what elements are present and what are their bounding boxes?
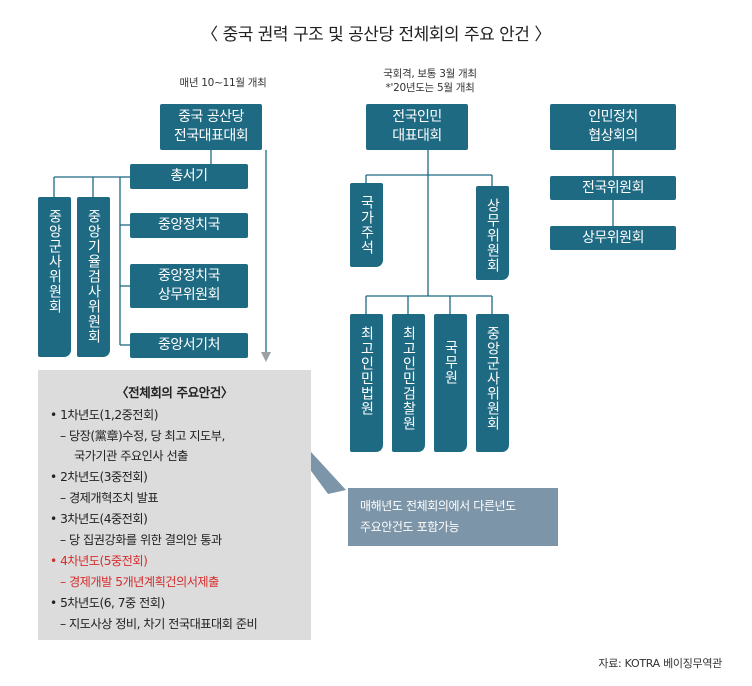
congress-schedule-note: 매년 10~11월 개최 [179,77,267,89]
state-council-label: 국무원 [442,340,459,385]
agenda-year2-detail: – 경제개혁조치 발표 [60,491,159,505]
arrowhead-down-icon [261,352,271,362]
agenda-year3-detail: – 당 집권강화를 위한 결의안 통과 [60,533,222,547]
general-secretary-box: 총서기 [130,164,248,189]
supreme-court-box: 최고인민법원 [350,314,383,452]
cppcc-standing-committee-box: 상무위원회 [550,226,676,250]
party-congress-line2: 전국대표대회 [173,128,249,144]
npc-standing-box: 상무위원회 [476,186,509,280]
procuratorate-box: 최고인민검찰원 [392,314,425,452]
npc-schedule-note-1: 국회격, 보통 3월 개최 [383,68,477,80]
state-council-box: 국무원 [434,314,467,452]
npc-military-commission-label: 중앙군사위원회 [484,326,501,431]
cppcc-box: 인민정치 협상회의 [550,104,676,150]
party-congress-line1: 중국 공산당 [178,109,244,125]
callout-box: 매해년도 전체회의에서 다른년도 주요안건도 포함가능 [348,488,558,546]
npc-line1: 전국인민 [392,109,442,125]
npc-box: 전국인민 대표대회 [366,104,468,150]
agenda-year1: • 1차년도(1,2중전회) [50,408,158,422]
party-congress-box: 중국 공산당 전국대표대회 [160,104,262,150]
party-military-commission-box: 중앙군사위원회 [38,197,71,357]
president-label: 국가주석 [358,195,375,255]
callout-line2: 주요안건도 포함가능 [360,520,460,534]
source-credit: 자료: KOTRA 베이징무역관 [598,657,722,670]
npc-standing-label: 상무위원회 [484,198,501,273]
party-military-commission-label: 중앙군사위원회 [46,209,63,314]
agenda-year2: • 2차년도(3중전회) [50,470,148,484]
agenda-year5-detail: – 지도사상 정비, 차기 전국대표대회 준비 [60,617,258,631]
npc-schedule-note-2: *'20년도는 5월 개최 [385,82,475,94]
agenda-year4-detail: – 경제개발 5개년계획건의서제출 [60,575,219,589]
agenda-year4: • 4차년도(5중전회) [50,554,148,568]
supreme-court-label: 최고인민법원 [358,326,375,416]
cppcc-line2: 협상회의 [588,128,638,144]
callout-line1: 매해년도 전체회의에서 다른년도 [360,499,516,513]
president-box: 국가주석 [350,183,383,267]
npc-line2: 대표대회 [392,128,442,144]
politburo-standing-line2: 상무위원회 [158,287,220,303]
agenda-year5: • 5차년도(6, 7중 전회) [50,596,165,610]
politburo-box: 중앙정치국 [130,213,248,238]
agenda-panel: 〈전체회의 주요안건〉 • 1차년도(1,2중전회) – 당장(黨章)수정, 당… [38,370,311,640]
page-title: 〈 중국 권력 구조 및 공산당 전체회의 주요 안건 〉 [201,25,551,45]
agenda-year3: • 3차년도(4중전회) [50,512,148,526]
cppcc-national-committee-box: 전국위원회 [550,176,676,200]
politburo-standing-box: 중앙정치국 상무위원회 [130,264,248,308]
discipline-commission-box: 중앙기율검사위원회 [77,197,110,357]
npc-military-commission-box: 중앙군사위원회 [476,314,509,452]
agenda-year1-detail-b: 국가기관 주요인사 선출 [74,449,188,463]
secretariat-box: 중앙서기처 [130,333,248,358]
agenda-year1-detail-a: – 당장(黨章)수정, 당 최고 지도부, [60,429,225,443]
discipline-commission-label: 중앙기율검사위원회 [85,209,102,344]
callout-text: 매해년도 전체회의에서 다른년도 주요안건도 포함가능 [360,496,516,538]
agenda-title: 〈전체회의 주요안건〉 [116,385,233,400]
politburo-standing-line1: 중앙정치국 [158,268,220,284]
cppcc-line1: 인민정치 [588,109,638,125]
procuratorate-label: 최고인민검찰원 [400,326,417,431]
